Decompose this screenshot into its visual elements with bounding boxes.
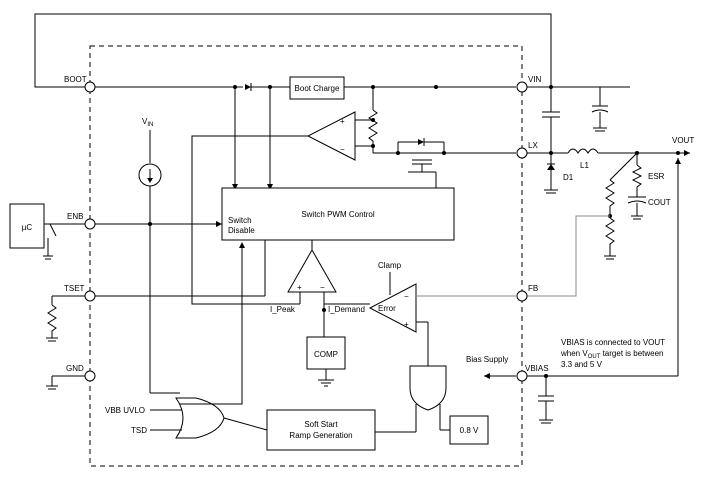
soft-start-line2: Ramp Generation — [289, 431, 352, 440]
ref-block — [449, 415, 489, 445]
ref-label: 0.8 V — [460, 426, 479, 435]
mcu-block — [9, 203, 45, 249]
boot-charge-block — [289, 76, 345, 100]
soft-start-line1: Soft Start — [304, 420, 338, 429]
fault-to-disable — [180, 246, 243, 405]
csa-output-wire — [191, 135, 308, 305]
fb-external-wire — [522, 215, 610, 297]
diode-d1 — [544, 153, 558, 194]
svg-text:LX: LX — [528, 141, 538, 150]
switch-disable-line2: Disable — [228, 226, 255, 235]
pwm-title: Switch PWM Control — [301, 210, 375, 219]
l1-label: L1 — [580, 161, 589, 170]
pin-tset: TSET — [64, 284, 96, 302]
current-sense-amp — [306, 111, 356, 161]
divider-bottom — [605, 217, 615, 256]
inductor-l1 — [567, 148, 599, 154]
error-amplifier — [368, 283, 417, 333]
csa-minus: − — [340, 145, 345, 154]
pin-vbias: VBIAS — [516, 364, 549, 382]
svg-text:VIN: VIN — [528, 75, 542, 84]
pin-vin: VIN — [516, 75, 542, 93]
ipeak-comparator — [287, 248, 337, 293]
chip-boundary — [89, 45, 523, 467]
svg-text:TSET: TSET — [64, 284, 85, 293]
boot-charge-label: Boot Charge — [295, 84, 340, 93]
pin-gnd: GND — [66, 364, 96, 382]
esr-resistor — [631, 164, 643, 197]
divider-top — [605, 179, 615, 214]
soft-start-block — [266, 409, 376, 451]
svg-text:BOOT: BOOT — [64, 75, 87, 84]
vout-label: VOUT — [672, 136, 694, 145]
error-minus: − — [404, 292, 409, 301]
comp-label: COMP — [314, 350, 338, 359]
ipeak-plus: + — [297, 283, 302, 292]
cout-label: COUT — [648, 198, 671, 207]
sense-resistor — [368, 109, 378, 153]
pin-fb: FB — [516, 284, 538, 302]
note-line3: 3.3 and 5 V — [561, 360, 603, 369]
error-label: Error — [378, 304, 396, 313]
svg-text:VBIAS: VBIAS — [525, 364, 549, 373]
esr-label: ESR — [648, 172, 665, 181]
tset-resistor — [47, 304, 57, 338]
error-plus: + — [404, 320, 409, 329]
csa-plus: + — [340, 117, 345, 126]
pwm-control-block — [221, 187, 455, 241]
bias-supply-label: Bias Supply — [466, 355, 508, 364]
tsd-label: TSD — [131, 426, 147, 435]
ipeak-minus: − — [320, 283, 325, 292]
pin-lx: LX — [516, 141, 538, 159]
note-line2: when VOUT target is between — [560, 349, 664, 360]
vin-source-label: VIN — [142, 117, 153, 128]
comp-block — [306, 336, 346, 370]
idemand-label: I_Demand — [328, 305, 365, 314]
or-gate-select — [409, 365, 447, 411]
boot-diode — [245, 83, 252, 91]
ipeak-label: I_Peak — [270, 305, 296, 314]
svg-text:ENB: ENB — [67, 212, 83, 221]
pin-boot: BOOT — [64, 75, 96, 93]
d1-label: D1 — [563, 173, 574, 182]
pin-enb: ENB — [67, 212, 96, 230]
power-switch — [397, 138, 445, 188]
mcu-label: µC — [22, 223, 33, 232]
vbb-uvlo-label: VBB UVLO — [105, 406, 145, 415]
clamp-label: Clamp — [378, 261, 402, 270]
boot-loop-wire — [34, 13, 552, 112]
svg-text:GND: GND — [66, 364, 84, 373]
note-line1: VBIAS is connected to VOUT — [561, 338, 665, 347]
switch-disable-line1: Switch — [228, 216, 252, 225]
svg-text:FB: FB — [528, 284, 538, 293]
